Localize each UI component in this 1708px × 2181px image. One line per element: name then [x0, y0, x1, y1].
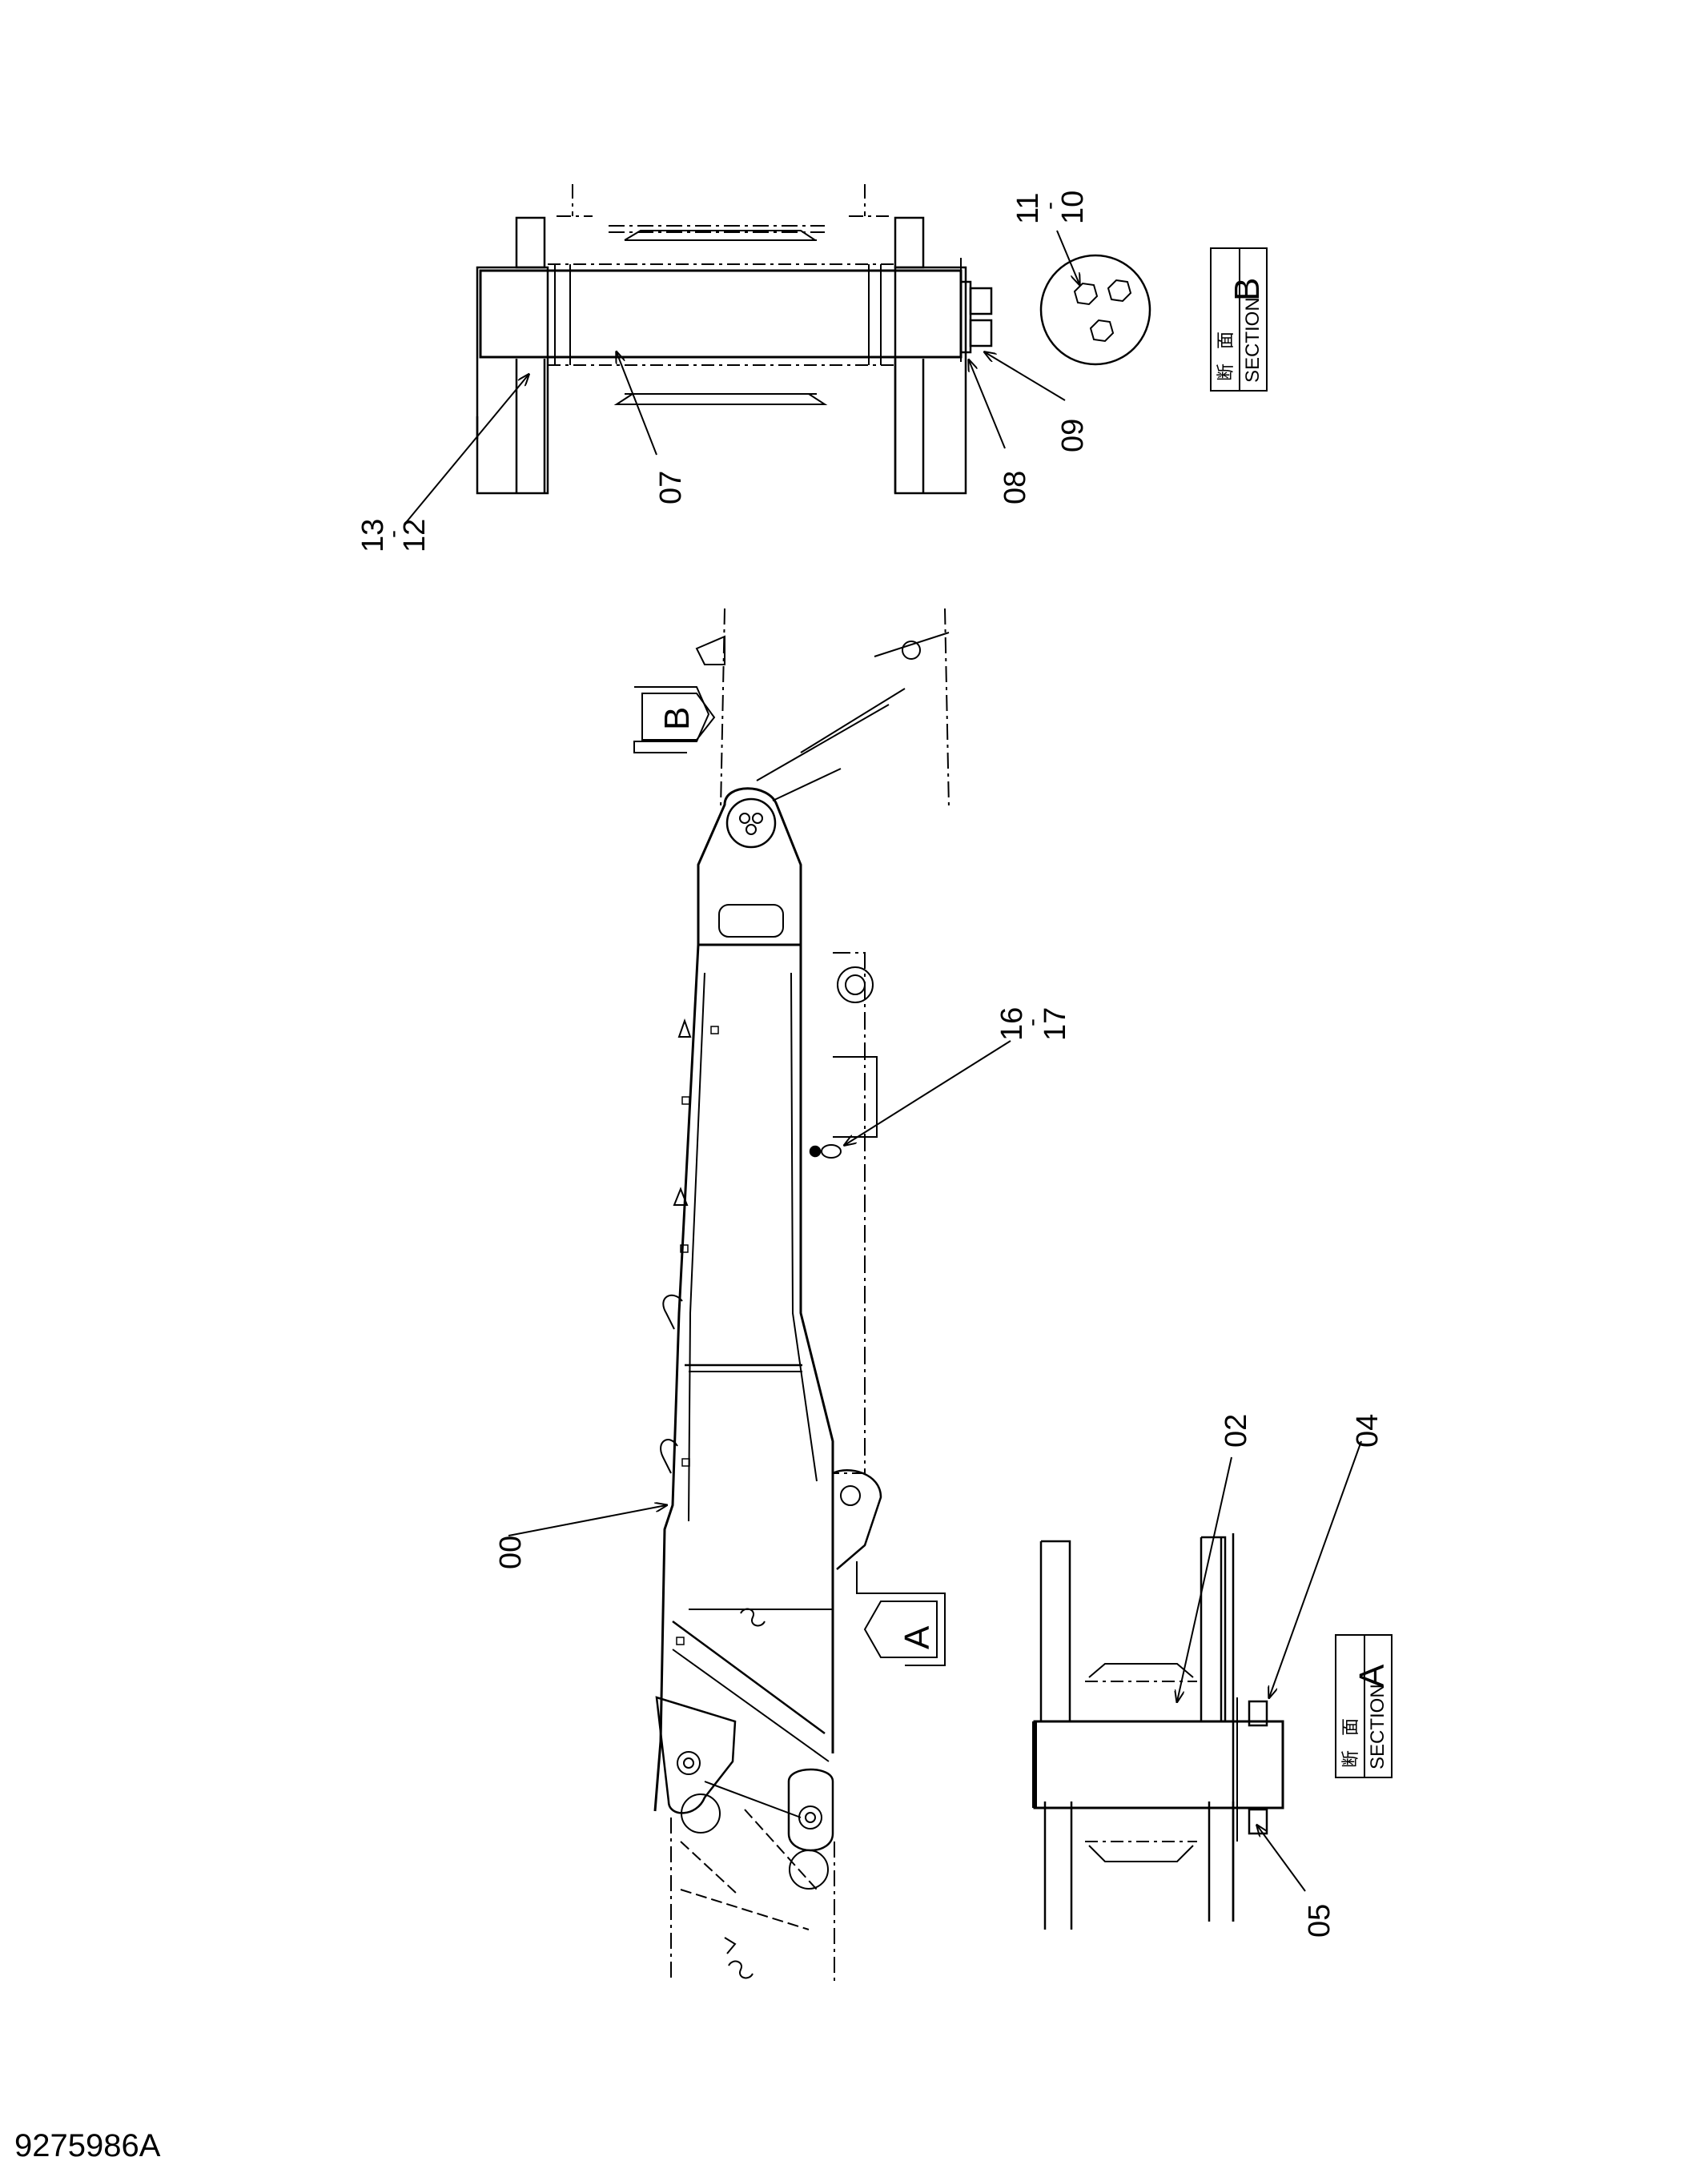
view-marker-b: B: [633, 686, 716, 753]
leader-10-11: [1056, 230, 1079, 284]
section-a-detail: [1032, 1533, 1284, 1930]
callout-09: 09: [1056, 419, 1090, 452]
callout-11: 11: [1011, 193, 1045, 224]
section-a-letter: A: [1352, 1664, 1392, 1688]
section-b-kanji-2: 面: [1216, 331, 1236, 349]
view-marker-b-letter: B: [657, 707, 697, 730]
callout-08: 08: [999, 471, 1032, 504]
view-marker-a: A: [856, 1561, 946, 1666]
leader-08: [969, 360, 1006, 449]
callout-16-17-dash: -: [1019, 1018, 1045, 1026]
callout-02: 02: [1220, 1414, 1253, 1448]
callout-12: 12: [398, 519, 432, 552]
callout-04: 04: [1351, 1414, 1384, 1448]
leader-02: [1177, 1456, 1232, 1701]
callout-00: 00: [494, 1536, 528, 1569]
leader-00: [508, 1505, 666, 1536]
callout-17: 17: [1039, 1007, 1072, 1041]
section-a-word: SECTION: [1367, 1684, 1389, 1769]
arm-main-view: [653, 608, 950, 1982]
section-b-letter: B: [1228, 278, 1267, 301]
section-b-kanji-1: 断: [1216, 364, 1236, 381]
callout-10-11-dash: -: [1036, 202, 1063, 210]
leader-12-13: [404, 375, 528, 525]
callout-13: 13: [356, 519, 390, 552]
leader-09: [985, 352, 1066, 401]
section-b-title-box: 断 面 SECTION B: [1210, 247, 1268, 392]
leader-lines: [404, 230, 1362, 1892]
callout-10: 10: [1056, 191, 1090, 224]
section-b-detail: [476, 184, 1151, 495]
view-marker-a-letter: A: [898, 1625, 937, 1649]
callout-07: 07: [654, 471, 688, 504]
section-b-word: SECTION: [1242, 297, 1264, 383]
section-a-kanji-1: 断: [1340, 1750, 1360, 1768]
section-a-title-box: 断 面 SECTION A: [1335, 1634, 1393, 1778]
leader-04: [1269, 1440, 1362, 1697]
leader-07: [617, 352, 657, 456]
leader-05: [1257, 1826, 1306, 1892]
callout-05: 05: [1303, 1904, 1336, 1938]
callout-12-13-dash: -: [380, 530, 406, 538]
callout-16: 16: [995, 1007, 1029, 1041]
leader-16-17: [845, 1040, 1011, 1145]
callout-labels: 00 02 04 05 07 08 09 11 - 10 1: [356, 191, 1384, 1938]
section-a-kanji-2: 面: [1340, 1718, 1360, 1736]
drawing-number: 9275986A: [14, 2128, 161, 2163]
